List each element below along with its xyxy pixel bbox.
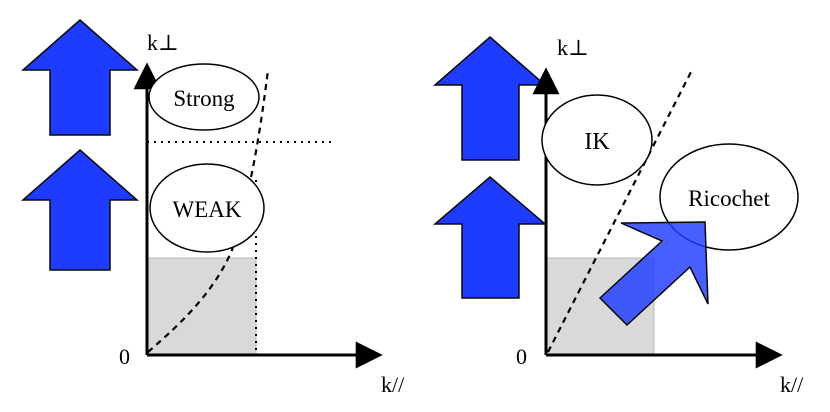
left-weak-oval-label: WEAK bbox=[173, 197, 242, 222]
left-dashed-curve bbox=[147, 69, 270, 353]
right-origin-label: 0 bbox=[516, 344, 527, 369]
right-panel: IK Ricochet k⊥ k// 0 bbox=[432, 35, 804, 397]
left-x-axis-label: k// bbox=[381, 372, 405, 397]
left-strong-oval bbox=[148, 63, 260, 131]
right-dashed-line bbox=[547, 69, 693, 353]
left-weak-oval bbox=[149, 163, 265, 253]
right-lower-blue-arrow bbox=[432, 176, 548, 299]
left-lower-blue-arrow bbox=[21, 149, 139, 271]
right-ik-oval-label: IK bbox=[584, 129, 610, 155]
right-upper-blue-arrow bbox=[433, 36, 547, 161]
left-y-axis-label: k⊥ bbox=[147, 30, 179, 55]
left-shaded-region bbox=[146, 257, 257, 356]
left-upper-blue-arrow bbox=[21, 19, 139, 136]
left-panel: Strong WEAK k⊥ k// 0 bbox=[21, 19, 405, 397]
left-origin-label: 0 bbox=[119, 344, 130, 369]
right-ricochet-oval-label: Ricochet bbox=[688, 186, 770, 211]
right-x-axis-label: k// bbox=[780, 372, 804, 397]
right-ik-oval bbox=[541, 94, 653, 186]
right-y-axis-label: k⊥ bbox=[557, 35, 589, 60]
left-strong-oval-label: Strong bbox=[173, 86, 235, 111]
right-diagonal-blue-arrow bbox=[598, 221, 709, 327]
